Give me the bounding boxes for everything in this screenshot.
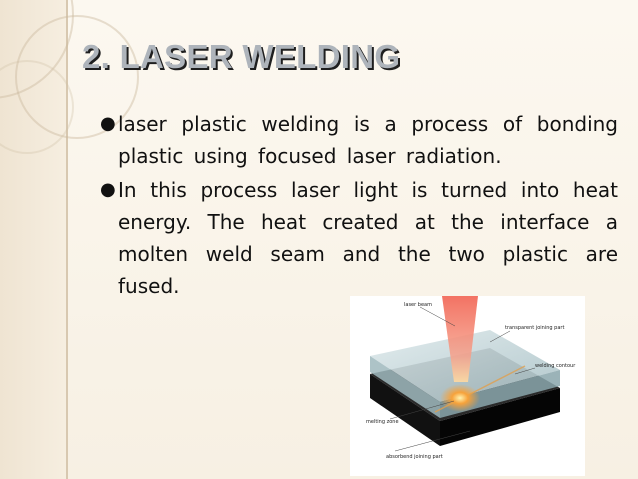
bullet-list: ● laser plastic welding is a process of … [100, 108, 618, 304]
bullet-text: In this process laser light is turned in… [118, 178, 618, 298]
laser-welding-illustration: laser beam transparent joining part weld… [366, 296, 576, 460]
absorbent-plate-front [370, 374, 440, 446]
leader-line [489, 330, 511, 343]
bullet-marker-icon: ● [100, 113, 116, 134]
leader-line [419, 306, 456, 327]
label-melting-zone: melting zone [366, 419, 399, 425]
leader-line [389, 400, 455, 420]
leader-line [394, 430, 471, 452]
slide-title: 2. LASER WELDING [82, 38, 401, 75]
label-absorbent-part: absorbend joining part [386, 454, 443, 460]
transparent-plate-front [370, 356, 440, 418]
melting-glow [440, 384, 480, 412]
label-welding-contour: welding contour [535, 363, 576, 369]
bullet-marker-icon: ● [100, 179, 116, 200]
laser-beam-cone [442, 296, 478, 382]
leader-line [514, 367, 536, 375]
label-laser-beam: laser beam [404, 302, 432, 308]
bullet-item: ● laser plastic welding is a process of … [100, 108, 618, 172]
bullet-item: ● In this process laser light is turned … [100, 174, 618, 302]
label-transparent-part: transparent joining part [505, 325, 564, 331]
bullet-text: laser plastic welding is a process of bo… [118, 112, 618, 168]
absorbent-plate-side [440, 388, 560, 446]
laser-welding-diagram: laser beam transparent joining part weld… [350, 296, 585, 476]
band-divider-line [66, 0, 68, 479]
